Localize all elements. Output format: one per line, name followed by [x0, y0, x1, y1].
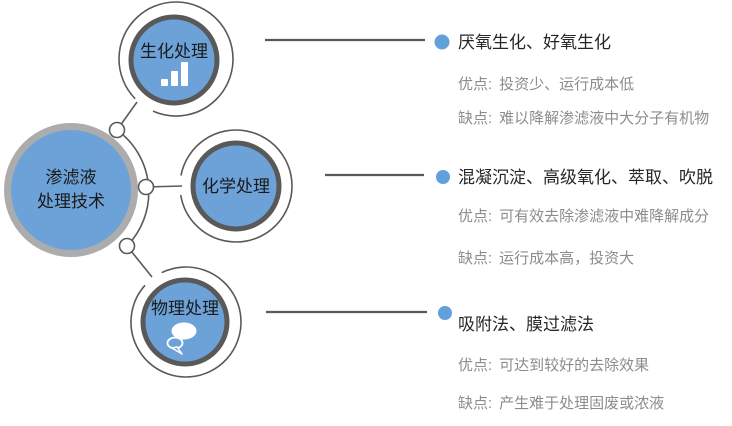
pros-text: 投资少、运行成本低 — [499, 76, 635, 93]
circle-biochemical — [128, 14, 220, 106]
outer-ring-chemical — [179, 129, 293, 243]
cons-label: 缺点: — [458, 250, 493, 267]
circle-physical — [140, 277, 230, 367]
center-circle — [4, 123, 138, 257]
pros-text: 可达到较好的去除效果 — [499, 357, 650, 374]
joint-node-bottom — [118, 237, 136, 255]
branch-label-physical: 物理处理 — [151, 299, 219, 318]
cons-text: 运行成本高，投资大 — [499, 250, 635, 267]
speech-bubbles-icon — [166, 322, 197, 355]
bullet-physical — [438, 306, 452, 320]
joint-node-middle — [137, 178, 155, 196]
outer-ring-physical — [130, 266, 242, 378]
cons-line-biochemical: 缺点: 难以降解渗滤液中大分子有机物 — [458, 110, 709, 127]
pros-text: 可有效去除渗滤液中难降解成分 — [499, 208, 710, 225]
pros-label: 优点: — [458, 208, 493, 225]
branch-label-chemical: 化学处理 — [202, 177, 270, 196]
bullet-biochemical — [434, 34, 450, 50]
pros-line-biochemical: 优点: 投资少、运行成本低 — [458, 76, 634, 93]
branch-label-biochemical: 生化处理 — [140, 42, 208, 61]
cons-label: 缺点: — [458, 395, 493, 412]
bar-chart-icon — [161, 62, 188, 86]
joint-node-top — [108, 121, 126, 139]
pros-label: 优点: — [458, 357, 493, 374]
center-circle-label: 渗滤液 处理技术 — [1, 166, 141, 214]
cons-label: 缺点: — [458, 110, 493, 127]
pros-line-chemical: 优点: 可有效去除渗滤液中难降解成分 — [458, 208, 709, 225]
pros-line-physical: 优点: 可达到较好的去除效果 — [458, 357, 649, 374]
methods-title-physical: 吸附法、膜过滤法 — [458, 315, 594, 334]
pros-label: 优点: — [458, 76, 493, 93]
methods-title-chemical: 混凝沉淀、高级氧化、萃取、吹脱 — [458, 168, 713, 187]
center-label-line1: 渗滤液 — [45, 168, 97, 187]
methods-title-biochemical: 厌氧生化、好氧生化 — [458, 33, 611, 52]
cons-line-physical: 缺点: 产生难于处理固废或浓液 — [458, 395, 664, 412]
cons-text: 难以降解渗滤液中大分子有机物 — [499, 110, 710, 127]
bullet-chemical — [436, 170, 450, 184]
center-label-line2: 处理技术 — [37, 192, 105, 211]
circle-chemical — [190, 140, 282, 232]
cons-text: 产生难于处理固废或浓液 — [499, 395, 665, 412]
cons-line-chemical: 缺点: 运行成本高，投资大 — [458, 250, 634, 267]
